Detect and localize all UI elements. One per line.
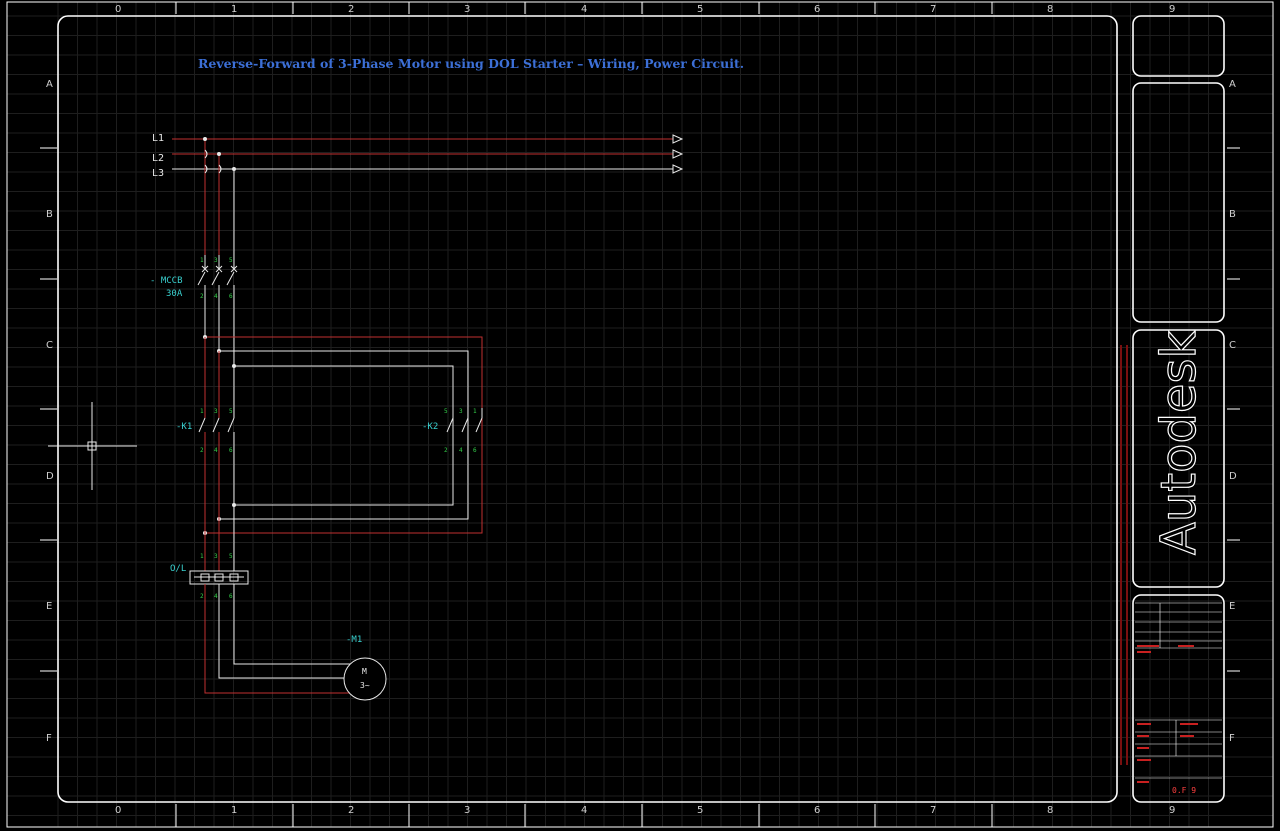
column-label-8: 8 [1047, 4, 1053, 15]
motor-phase: 3~ [360, 681, 370, 690]
bus-l2-arrow [672, 149, 684, 159]
column-label-9: 9 [1169, 805, 1175, 816]
row-label-F: F [46, 733, 52, 744]
row-label-E: E [1229, 601, 1235, 612]
k1-term-1: 1 [200, 408, 204, 415]
bus-l1-arrow [672, 134, 684, 144]
row-label-D: D [46, 471, 54, 482]
title-block-panel-info [1132, 594, 1225, 803]
k2-term-2: 2 [444, 447, 448, 454]
motor-tag: -M1 [346, 635, 362, 645]
line-label-l1: L1 [152, 133, 164, 144]
mccb-term-1: 1 [200, 257, 204, 264]
row-label-A: A [46, 79, 53, 90]
column-label-6: 6 [814, 4, 820, 15]
mccb-tag: - MCCB [150, 276, 183, 286]
ol-term-3: 3 [214, 553, 218, 560]
row-label-E: E [46, 601, 52, 612]
k2-term-6: 6 [473, 447, 477, 454]
row-label-A: A [1229, 79, 1236, 90]
mccb-term-6: 6 [229, 293, 233, 300]
k1-term-5: 5 [229, 408, 233, 415]
motor [343, 657, 387, 701]
k1-term-4: 4 [214, 447, 218, 454]
ol-term-6: 6 [229, 593, 233, 600]
mccb-term-5: 5 [229, 257, 233, 264]
k2-term-3: 3 [459, 408, 463, 415]
reversing-wiring [203, 335, 483, 535]
column-label-0: 0 [115, 805, 121, 816]
k1-term-3: 3 [214, 408, 218, 415]
column-label-3: 3 [464, 805, 470, 816]
column-label-5: 5 [697, 4, 703, 15]
k1-term-2: 2 [200, 447, 204, 454]
column-label-0: 0 [115, 4, 121, 15]
column-label-2: 2 [348, 805, 354, 816]
title-block [1132, 15, 1225, 803]
column-label-8: 8 [1047, 805, 1053, 816]
background-grid [7, 2, 1273, 827]
mccb-term-3: 3 [214, 257, 218, 264]
title-block-panel-1 [1132, 15, 1225, 77]
row-label-C: C [46, 340, 53, 351]
drawing-frame [6, 1, 1274, 828]
mccb-rating: 30A [166, 289, 183, 299]
k2-contactor [446, 408, 483, 433]
column-label-9: 9 [1169, 4, 1175, 15]
motor-feeders [204, 584, 350, 694]
column-label-3: 3 [464, 4, 470, 15]
border-ticks [40, 2, 1240, 827]
title-block-red-notes [1120, 345, 1198, 783]
k2-term-1: 1 [473, 408, 477, 415]
ol-term-1: 1 [200, 553, 204, 560]
mccb-term-2: 2 [200, 293, 204, 300]
mccb-term-4: 4 [214, 293, 218, 300]
column-label-5: 5 [697, 805, 703, 816]
motor-label: M [362, 667, 367, 676]
row-label-C: C [1229, 340, 1236, 351]
busbars [172, 134, 684, 174]
column-label-1: 1 [231, 4, 237, 15]
k1-tag: -K1 [176, 422, 192, 432]
title-block-logo-panel [1132, 329, 1225, 588]
title-block-table [1135, 602, 1222, 779]
row-label-F: F [1229, 733, 1235, 744]
sheet-number: 0.F 9 [1172, 786, 1196, 795]
row-label-D: D [1229, 471, 1237, 482]
column-label-6: 6 [814, 805, 820, 816]
ol-term-5: 5 [229, 553, 233, 560]
ol-term-2: 2 [200, 593, 204, 600]
column-label-7: 7 [930, 805, 936, 816]
column-label-2: 2 [348, 4, 354, 15]
line-label-l3: L3 [152, 168, 164, 179]
ol-term-4: 4 [214, 593, 218, 600]
row-label-B: B [46, 209, 53, 220]
k2-term-4: 4 [459, 447, 463, 454]
autodesk-logo: Autodesk [1151, 331, 1207, 555]
crosshair-cursor-icon [48, 402, 137, 490]
k1-contactor [198, 337, 235, 533]
k2-tag: -K2 [422, 422, 438, 432]
line-label-l2: L2 [152, 153, 164, 164]
mccb-breaker [197, 255, 238, 366]
column-label-7: 7 [930, 4, 936, 15]
column-label-4: 4 [581, 4, 587, 15]
k2-term-5: 5 [444, 408, 448, 415]
drawing-title: Reverse-Forward of 3-Phase Motor using D… [198, 56, 744, 71]
feeder-wires [203, 137, 236, 255]
column-label-1: 1 [231, 805, 237, 816]
drawing-border [57, 15, 1118, 803]
title-block-panel-2 [1132, 82, 1225, 323]
k1-term-6: 6 [229, 447, 233, 454]
overload-tag: O/L [170, 564, 186, 574]
column-label-4: 4 [581, 805, 587, 816]
row-label-B: B [1229, 209, 1236, 220]
bus-l3-arrow [672, 164, 684, 174]
